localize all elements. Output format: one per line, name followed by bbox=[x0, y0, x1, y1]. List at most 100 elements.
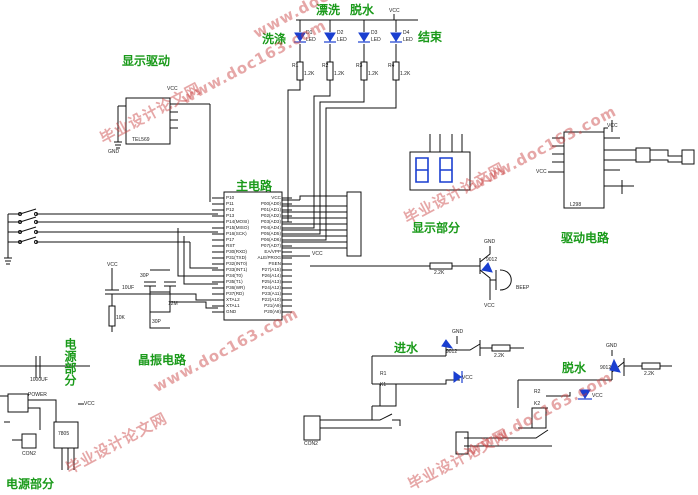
mcu-right-pin-label: P27(A15) bbox=[261, 266, 281, 272]
regulator-7805 bbox=[53, 421, 79, 449]
label-display-part: 显示部分 bbox=[412, 221, 461, 235]
power-connector bbox=[7, 393, 29, 413]
mcu-right-pin-label: P23(A11) bbox=[261, 290, 281, 296]
label-motor-conn: CON2 bbox=[304, 441, 318, 447]
label-main-circuit: 主电路 bbox=[236, 179, 273, 193]
crystal bbox=[149, 291, 171, 313]
mcu-right-pin-label: P21(A9) bbox=[264, 302, 281, 308]
label-vcc-mcu: VCC bbox=[312, 251, 323, 257]
mcu-left-pin-label: P34(T0) bbox=[226, 272, 243, 278]
mcu-left-pin-label: P15(MISO) bbox=[226, 224, 249, 230]
mcu-left-pin-label: P16(SCK) bbox=[226, 230, 247, 236]
label-driver-ic: TEL569 bbox=[132, 137, 150, 143]
mcu-right-pin-label: PSEN bbox=[268, 260, 281, 266]
relay-coil-inlet bbox=[379, 383, 397, 407]
mcu-right-pin-label: P03(AD3) bbox=[260, 218, 281, 224]
display-driver-ic bbox=[125, 97, 171, 145]
label-gnd-buzzer: GND bbox=[484, 239, 496, 245]
led-d3-val: LED bbox=[371, 37, 381, 43]
mcu-right-pin-label: P07(AD7) bbox=[260, 242, 281, 248]
label-q-in: 9012 bbox=[446, 349, 458, 355]
label-display-driver: 显示驱动 bbox=[122, 54, 171, 68]
seven-segment-digit bbox=[439, 157, 453, 183]
mcu-right-pin-label: P26(A14) bbox=[261, 272, 281, 278]
relay-coil-dewater bbox=[531, 407, 547, 429]
label-r-q-out: 2.2K bbox=[644, 371, 655, 377]
mcu-left-pin-label: P32(INT0) bbox=[226, 260, 248, 266]
push-switch bbox=[8, 226, 44, 234]
label-relay-r2: R2 bbox=[534, 389, 541, 395]
mcu-right-pin-label: P05(AD5) bbox=[260, 230, 281, 236]
label-r-reset: 10K bbox=[116, 315, 125, 321]
label-power-vertical: 电源部分 bbox=[63, 338, 77, 386]
mcu-left-pin-label: P30(RXD) bbox=[226, 248, 247, 254]
label-vcc-buzzer: VCC bbox=[484, 303, 495, 309]
label-end: 结束 bbox=[418, 30, 443, 44]
label-drive-circuit: 驱动电路 bbox=[561, 231, 610, 245]
mcu-left-pin-label: P10 bbox=[226, 194, 235, 200]
label-bjt-main: 9012 bbox=[486, 257, 498, 263]
led-d3-ref: D3 bbox=[371, 30, 378, 36]
label-water-in: 进水 bbox=[394, 341, 419, 355]
mcu-left-pin-label: P12 bbox=[226, 206, 235, 212]
mcu-left-pin-label: P36(WR) bbox=[226, 284, 245, 290]
label-c1: 10UF bbox=[122, 285, 135, 291]
mcu-left-pin-label: GND bbox=[226, 308, 237, 314]
label-vcc-out: VCC bbox=[592, 393, 603, 399]
label-wash: 洗涤 bbox=[262, 32, 287, 46]
push-switch bbox=[8, 216, 44, 224]
push-switch bbox=[8, 236, 44, 244]
mcu-left-pin-label: P31(TXD) bbox=[226, 254, 247, 260]
label-vcc-power: VCC bbox=[84, 401, 95, 407]
label-vcc-l298: VCC bbox=[607, 123, 618, 129]
res-r3-ref: R3 bbox=[356, 63, 363, 69]
mcu-left-pin-label: P14(MOSI) bbox=[226, 218, 249, 224]
label-dewater: 脱水 bbox=[562, 361, 587, 375]
mcu-left-pin-label: P37(RD) bbox=[226, 290, 244, 296]
schematic-canvas bbox=[0, 14, 695, 470]
led-d4-val: LED bbox=[403, 37, 413, 43]
led-d2-ref: D2 bbox=[337, 30, 344, 36]
mcu-right-pin-label: P24(A12) bbox=[261, 284, 281, 290]
label-c3: 30P bbox=[152, 319, 161, 325]
res-r3-val: 1.2K bbox=[368, 71, 379, 77]
mcu-right-pin-label: ALE/PROG bbox=[257, 254, 282, 260]
mcu-left-pin-label: P33(INT1) bbox=[226, 266, 248, 272]
res-r2-val: 1.2K bbox=[334, 71, 345, 77]
mcu-left-pin-label: P35(T1) bbox=[226, 278, 243, 284]
label-power-ic: 7805 bbox=[58, 431, 70, 437]
mcu-right-pin-label: P06(AD6) bbox=[260, 236, 281, 242]
mcu-right-pin-label: P01(AD1) bbox=[260, 206, 281, 212]
label-relay-r1: R1 bbox=[380, 371, 387, 377]
label-vcc-crystal: VCC bbox=[107, 262, 118, 268]
mcu-right-pin-label: P04(AD4) bbox=[260, 224, 281, 230]
mcu-right-pin-label: P02(AD2) bbox=[260, 212, 281, 218]
led-d2-val: LED bbox=[337, 37, 347, 43]
label-rinse: 漂洗 bbox=[316, 3, 341, 17]
mcu-left-pin-label: RST bbox=[226, 242, 236, 248]
label-relay-k2: K2 bbox=[534, 401, 541, 407]
label-vcc-l298-left: VCC bbox=[536, 169, 547, 175]
label-vcc-in: VCC bbox=[462, 375, 473, 381]
label-relay-k1: K1 bbox=[380, 382, 387, 388]
mcu-right-pin-label: VCC bbox=[271, 194, 281, 200]
mcu-right-pin-label: P22(A10) bbox=[261, 296, 281, 302]
label-gnd-in: GND bbox=[452, 329, 464, 335]
mcu-left-pin-label: XTAL1 bbox=[226, 302, 240, 308]
mcu-left-pin-label: XTAL2 bbox=[226, 296, 240, 302]
mcu-right-pin-label: P20(A8) bbox=[264, 308, 281, 314]
led-d4-ref: D4 bbox=[403, 30, 410, 36]
label-crystal-circuit: 晶振电路 bbox=[138, 353, 187, 367]
label-power-c: 1000UF bbox=[30, 377, 48, 383]
push-switch bbox=[8, 208, 44, 216]
label-vcc-driver: VCC bbox=[167, 86, 178, 92]
label-q-out: 9012 bbox=[600, 365, 612, 371]
label-r-q-in: 2.2K bbox=[494, 353, 505, 359]
mcu-left-pin-label: P13 bbox=[226, 212, 235, 218]
mcu-left-pin-label: P11 bbox=[226, 200, 234, 206]
mcu-right-pin-label: P25(A13) bbox=[261, 278, 281, 284]
label-r-base: 2.2K bbox=[434, 270, 445, 276]
label-gnd-driver: GND bbox=[108, 149, 120, 155]
label-vcc-top: VCC bbox=[389, 8, 400, 14]
con2-motor bbox=[303, 415, 321, 441]
